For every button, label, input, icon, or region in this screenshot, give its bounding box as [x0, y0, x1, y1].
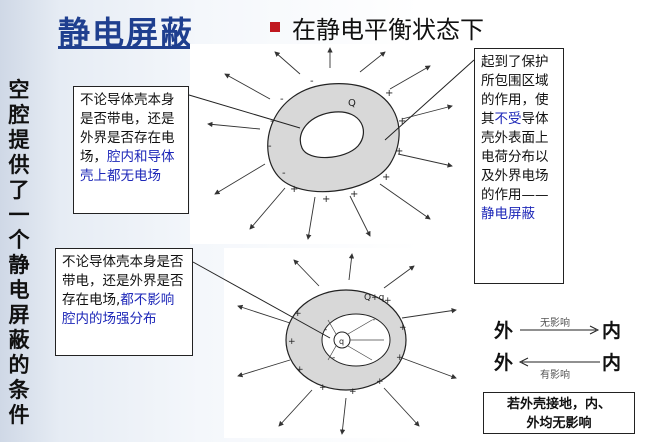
svg-text:+: + — [294, 309, 302, 319]
svg-text:-: - — [282, 168, 286, 179]
charge-label-Q: Q — [348, 98, 356, 109]
arrow-left-icon — [518, 357, 600, 367]
surface-charges-1: --- -+ +++ +++ - — [268, 76, 406, 205]
svg-text:+: + — [349, 387, 357, 397]
svg-text:-: - — [372, 315, 375, 325]
page-title: 静电屏蔽 — [58, 14, 195, 52]
relation1-left: 外 — [494, 320, 514, 342]
svg-text:+: + — [385, 88, 393, 99]
callout3-text-a: 起到了保护所包围区域的作用，使其 — [481, 54, 549, 127]
svg-text:-: - — [268, 141, 272, 152]
svg-text:+: + — [319, 383, 327, 393]
field-lines-1 — [207, 47, 453, 240]
figure-shell-inner-charge: + + + + + + + + + - - - Q+q q — [224, 248, 470, 438]
figure-shell-external-field: --- -+ +++ +++ - Q — [190, 44, 470, 244]
callout-no-field-inside: 不论导体壳本身是否带电，还是外界是否存在电场，腔内和导体壳上都无电场 — [73, 86, 189, 214]
surface-charges-2: + + + + + + + + + - - - — [288, 296, 407, 397]
subtitle: 在静电平衡状态下 — [292, 16, 484, 44]
bullet-square-icon — [270, 22, 280, 32]
charge-label-q: q — [339, 337, 344, 346]
svg-text:-: - — [270, 116, 274, 127]
callout4-line2: 外均无影响 — [526, 416, 592, 431]
svg-text:+: + — [382, 172, 390, 183]
callout3-highlight-a: 不受 — [494, 111, 522, 127]
svg-text:+: + — [395, 146, 403, 157]
leader-line-3 — [384, 59, 475, 141]
relation2-note: 有影响 — [540, 370, 570, 381]
influence-relations: 外 无影响 内 外 有影响 内 — [490, 310, 640, 381]
svg-text:+: + — [396, 353, 404, 363]
relation1-right: 内 — [602, 320, 622, 342]
callout1-highlight: 腔内和导体壳上都无电场 — [80, 149, 175, 184]
svg-text:-: - — [324, 325, 327, 335]
callout-cavity-field-unaffected: 不论导体壳本身是否带电，还是外界是否存在电场,都不影响腔内的场强分布 — [55, 248, 193, 356]
callout3-text-b: 导体壳外表面上电荷分布以及外界电场的作用—— — [481, 111, 549, 203]
callout2-highlight: 都不影响腔内的场强分布 — [62, 292, 175, 327]
callout2-text: 不论导体壳本身是否带电，还是外界是否存在电场, — [62, 254, 184, 308]
field-lines-2 — [237, 253, 457, 435]
relation1-note: 无影响 — [540, 318, 570, 329]
svg-text:+: + — [399, 323, 407, 333]
svg-text:-: - — [332, 353, 335, 363]
svg-text:+: + — [376, 377, 384, 387]
callout-grounded-shell: 若外壳接地，内、 外均无影响 — [483, 392, 635, 434]
relation2-right: 内 — [602, 352, 622, 374]
shell-diagram-2: + + + + + + + + + - - - Q+q q — [237, 253, 457, 435]
callout4-line1: 若外壳接地，内、 — [506, 397, 611, 412]
svg-text:+: + — [398, 116, 406, 127]
arrow-right-icon — [520, 325, 600, 335]
svg-text:-: - — [310, 76, 314, 87]
callout1-text: 不论导体壳本身是否带电，还是外界是否存在电场， — [80, 92, 175, 165]
inner-field-lines — [327, 319, 384, 361]
leader-line-2 — [192, 261, 331, 339]
relation2-left: 外 — [494, 352, 514, 374]
svg-text:+: + — [384, 296, 392, 306]
svg-text:+: + — [288, 337, 296, 347]
svg-text:+: + — [350, 189, 358, 200]
svg-text:-: - — [280, 94, 284, 105]
callout3-highlight-b: 静电屏蔽 — [481, 206, 535, 222]
svg-text:+: + — [322, 194, 330, 205]
side-vertical-text: 空腔提供了一个静电屏蔽的条件 — [8, 78, 30, 427]
charge-label-Q-plus-q: Q+q — [364, 293, 384, 303]
leader-line-1 — [188, 94, 301, 129]
shell-diagram-1: --- -+ +++ +++ - Q — [207, 47, 453, 240]
svg-text:+: + — [290, 184, 298, 195]
callout-shielding-effect: 起到了保护所包围区域的作用，使其不受导体壳外表面上电荷分布以及外界电场的作用——… — [474, 48, 564, 284]
svg-text:+: + — [296, 365, 304, 375]
